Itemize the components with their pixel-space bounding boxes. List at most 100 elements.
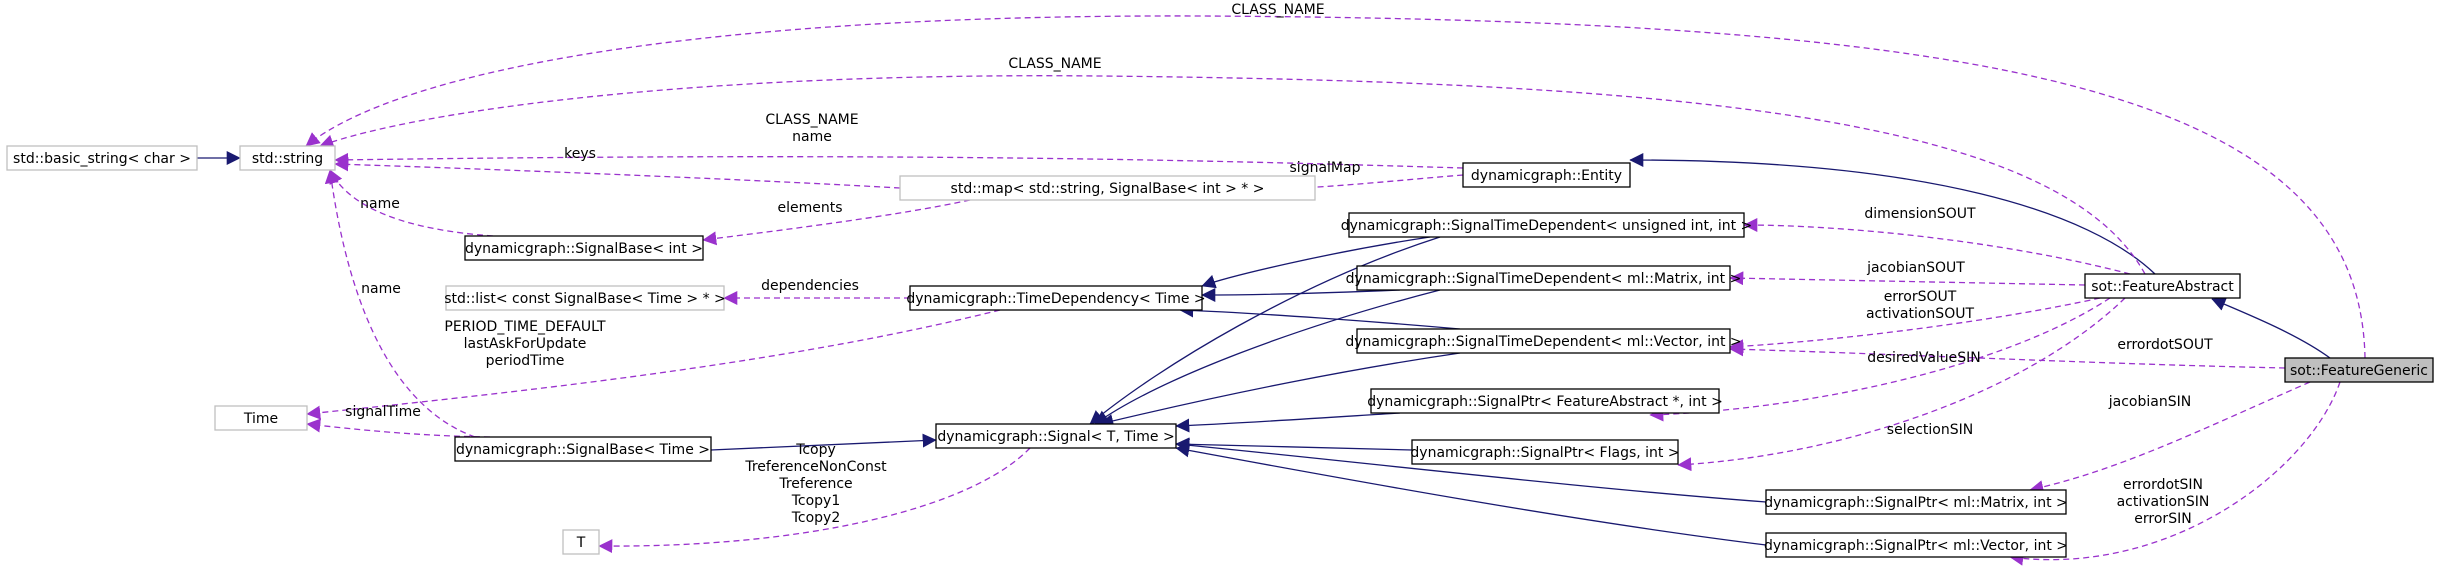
usage-edge-feature_abstract-to-std_dep_unsigned bbox=[1743, 218, 2131, 275]
class-box-ptr-flags bbox=[1411, 439, 1679, 465]
class-box-map bbox=[899, 175, 1316, 201]
edge-label-time_dependency-to-std_list: dependencies bbox=[761, 278, 859, 294]
class-box-std-dep-vector bbox=[1356, 328, 1731, 354]
class-box-std-time bbox=[214, 405, 308, 431]
edge-label-feature_abstract-to-std_dep_vector-line-2: activationSOUT bbox=[1866, 306, 1974, 322]
edge-label-feature_generic-to-ptr_matrix: jacobianSIN bbox=[2108, 394, 2191, 410]
inheritance-edge-signal-to-std_dep_vector bbox=[1099, 352, 1461, 428]
edge-label-map-to-string: keys bbox=[564, 146, 596, 162]
class-node-std-time[interactable]: Time bbox=[214, 405, 308, 431]
edge-label-entity-to-map: signalMap bbox=[1290, 160, 1361, 176]
inheritance-edge-time_dependency-to-std_dep_unsigned bbox=[1201, 236, 1431, 289]
usage-edge-feature_generic-to-string bbox=[305, 15, 2366, 359]
usage-edge-feature_abstract-to-string bbox=[319, 75, 2146, 275]
class-box-std-dep-matrix bbox=[1356, 265, 1731, 291]
class-node-std-dep-matrix[interactable]: dynamicgraph::SignalTimeDependent< ml::M… bbox=[1346, 265, 1742, 291]
edge-label-time_dependency-to-std_time-line-1: PERIOD_TIME_DEFAULT bbox=[444, 319, 606, 335]
inheritance-edge-time_dependency-to-std_dep_matrix bbox=[1201, 287, 1401, 302]
edge-label-signal-to-std_T-line-3: Treference bbox=[778, 476, 852, 492]
class-label-std-time: Time bbox=[243, 411, 278, 427]
class-node-std-list[interactable]: std::list< const SignalBase< Time > * > bbox=[444, 285, 726, 311]
edge-label-feature_generic-to-ptr_vector-line-1: errordotSIN bbox=[2123, 477, 2203, 493]
usage-edge-feature_generic-to-ptr_matrix bbox=[2029, 381, 2311, 494]
edge-label-feature_generic-to-std_dep_vector: errordotSOUT bbox=[2117, 337, 2213, 353]
class-node-ptr-feature[interactable]: dynamicgraph::SignalPtr< FeatureAbstract… bbox=[1367, 388, 1723, 414]
class-label-signalbase-time: dynamicgraph::SignalBase< Time > bbox=[456, 442, 710, 458]
inheritance-edge-time_dependency-to-std_dep_vector bbox=[1179, 303, 1461, 330]
edge-label-entity-to-string-line-2: name bbox=[792, 129, 832, 145]
class-node-map[interactable]: std::map< std::string, SignalBase< int >… bbox=[899, 175, 1316, 201]
edge-label-entity-to-string-line-1: CLASS_NAME bbox=[765, 112, 858, 128]
edge-label-map-to-signalbase_int: elements bbox=[777, 200, 842, 216]
inheritance-edge-entity-to-feature_abstract bbox=[1629, 153, 2156, 275]
inheritance-edge-signal-to-ptr_flags bbox=[1175, 437, 1413, 452]
class-node-ptr-matrix[interactable]: dynamicgraph::SignalPtr< ml::Matrix, int… bbox=[1764, 489, 2068, 515]
class-label-feature-generic: sot::FeatureGeneric bbox=[2290, 363, 2428, 379]
class-box-string bbox=[239, 145, 336, 171]
usage-edge-signal-to-std_T bbox=[598, 447, 1031, 554]
class-node-string[interactable]: std::string bbox=[239, 145, 336, 171]
usage-edge-signalbase_time-to-string bbox=[324, 169, 476, 438]
usage-edge-feature_abstract-to-std_dep_matrix bbox=[1729, 271, 2086, 286]
usage-edge-feature_generic-to-std_dep_vector bbox=[1729, 342, 2286, 369]
node-layer: std::basic_string< char > std::stringdyna… bbox=[6, 145, 2434, 558]
class-node-signal[interactable]: dynamicgraph::Signal< T, Time > bbox=[935, 423, 1177, 449]
class-node-ptr-flags[interactable]: dynamicgraph::SignalPtr< Flags, int > bbox=[1410, 439, 1680, 465]
edge-label-signal-to-std_T-line-5: Tcopy2 bbox=[791, 510, 841, 526]
class-box-time-dependency bbox=[909, 285, 1203, 311]
edge-label-signalbase_time-to-std_time: signalTime bbox=[345, 404, 421, 420]
class-box-ptr-matrix bbox=[1765, 489, 2067, 515]
class-label-signal: dynamicgraph::Signal< T, Time > bbox=[937, 429, 1174, 445]
class-label-ptr-flags: dynamicgraph::SignalPtr< Flags, int > bbox=[1410, 445, 1679, 461]
class-label-std-list: std::list< const SignalBase< Time > * > bbox=[444, 291, 726, 307]
class-box-feature-generic bbox=[2284, 357, 2434, 383]
inheritance-edge-signal-to-ptr_matrix bbox=[1175, 438, 1767, 503]
edge-label-time_dependency-to-std_time-line-3: periodTime bbox=[486, 353, 565, 369]
class-box-entity bbox=[1462, 162, 1631, 188]
class-box-signal bbox=[935, 423, 1177, 449]
class-label-entity: dynamicgraph::Entity bbox=[1471, 168, 1622, 184]
class-label-map: std::map< std::string, SignalBase< int >… bbox=[951, 181, 1265, 197]
inheritance-edge-signal-to-ptr_feature bbox=[1175, 412, 1401, 433]
edge-label-time_dependency-to-std_time-line-2: lastAskForUpdate bbox=[464, 336, 587, 352]
class-node-std-dep-unsigned[interactable]: dynamicgraph::SignalTimeDependent< unsig… bbox=[1341, 212, 1753, 238]
class-node-std-T[interactable]: T bbox=[562, 529, 600, 555]
edge-label-feature_abstract-to-std_dep_unsigned: dimensionSOUT bbox=[1864, 206, 1976, 222]
edge-label-signal-to-std_T-line-2: TreferenceNonConst bbox=[744, 459, 887, 475]
class-label-string: std::string bbox=[252, 151, 323, 167]
class-node-signalbase-time[interactable]: dynamicgraph::SignalBase< Time > bbox=[454, 436, 712, 462]
class-node-feature-abstract[interactable]: sot::FeatureAbstract bbox=[2084, 273, 2241, 299]
edge-label-feature_generic-to-ptr_vector-line-2: activationSIN bbox=[2117, 494, 2210, 510]
class-label-feature-abstract: sot::FeatureAbstract bbox=[2091, 279, 2234, 295]
class-box-ptr-vector bbox=[1765, 532, 2067, 558]
class-node-time-dependency[interactable]: dynamicgraph::TimeDependency< Time > bbox=[906, 285, 1206, 311]
usage-edge-entity-to-string bbox=[334, 152, 1464, 169]
usage-edge-feature_abstract-to-std_dep_vector bbox=[1729, 297, 2101, 354]
class-node-entity[interactable]: dynamicgraph::Entity bbox=[1462, 162, 1631, 188]
edge-label-signal-to-std_T-line-4: Tcopy1 bbox=[791, 493, 841, 509]
inheritance-edge-feature_abstract-to-feature_generic bbox=[2211, 297, 2331, 359]
class-box-signalbase-int bbox=[464, 235, 704, 261]
class-node-ptr-vector[interactable]: dynamicgraph::SignalPtr< ml::Vector, int… bbox=[1764, 532, 2068, 558]
class-label-std-dep-vector: dynamicgraph::SignalTimeDependent< ml::V… bbox=[1345, 334, 1741, 350]
edge-layer bbox=[197, 15, 2366, 566]
class-box-std-list bbox=[445, 285, 725, 311]
usage-edge-map-to-signalbase_int bbox=[702, 199, 971, 246]
class-node-signalbase-int[interactable]: dynamicgraph::SignalBase< int > bbox=[464, 235, 704, 261]
class-label-std-dep-matrix: dynamicgraph::SignalTimeDependent< ml::M… bbox=[1346, 271, 1742, 287]
class-node-std-dep-vector[interactable]: dynamicgraph::SignalTimeDependent< ml::V… bbox=[1345, 328, 1742, 354]
inheritance-edge-signalbase_time-to-signal bbox=[710, 433, 937, 451]
edge-label-feature_abstract-to-std_dep_vector-line-1: errorSOUT bbox=[1884, 289, 1957, 305]
class-box-std-dep-unsigned bbox=[1348, 212, 1745, 238]
class-box-std-T bbox=[562, 529, 600, 555]
usage-edge-time_dependency-to-std_time bbox=[306, 309, 1001, 420]
edge-label-signalbase_time-to-string: name bbox=[361, 281, 401, 297]
class-label-std-T: T bbox=[576, 535, 586, 551]
class-box-feature-abstract bbox=[2084, 273, 2241, 299]
edge-label-signalbase_int-to-string: name bbox=[360, 196, 400, 212]
usage-edge-map-to-string bbox=[334, 157, 901, 189]
class-box-ptr-feature bbox=[1370, 388, 1720, 414]
class-node-basic-string[interactable]: std::basic_string< char > bbox=[6, 145, 198, 171]
usage-edge-signalbase_int-to-string bbox=[329, 169, 494, 237]
